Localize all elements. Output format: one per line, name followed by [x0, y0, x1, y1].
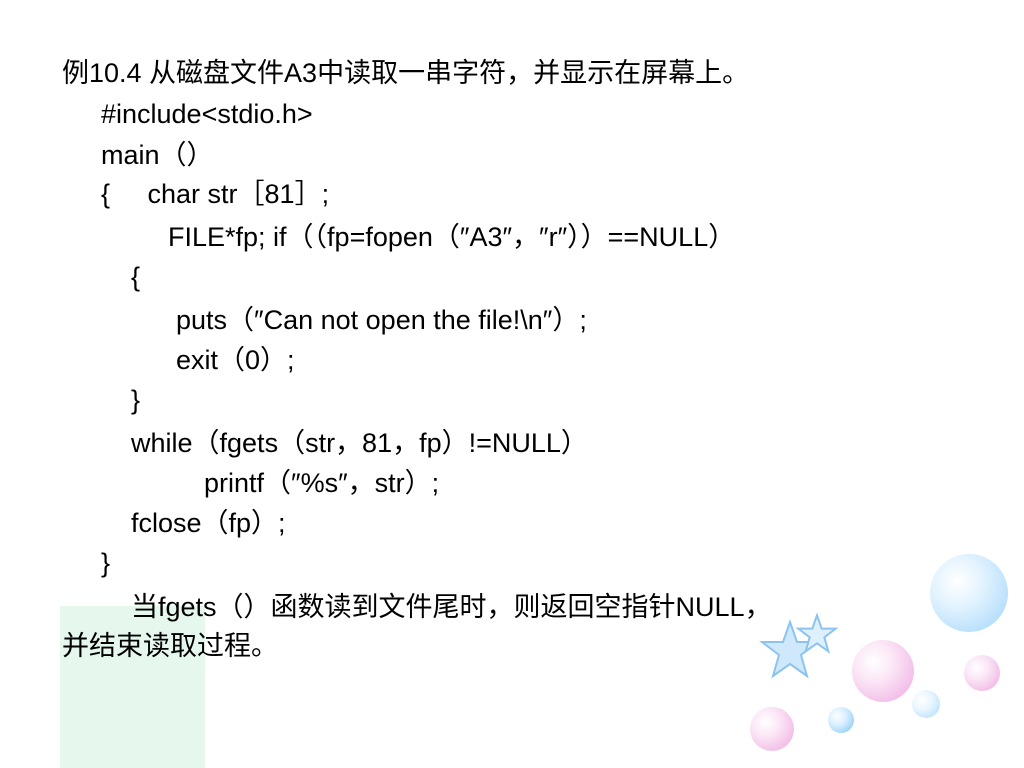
code-line-while: while（fgets（str，81，fp）!=NULL）: [131, 428, 588, 458]
note-line-1: 当fgets（）函数读到文件尾时，则返回空指针NULL，: [131, 592, 772, 622]
decorative-panel: [60, 606, 205, 768]
code-line-puts: puts（″Can not open the file!\n″）;: [176, 305, 587, 335]
code-line-fopen: FILE*fp; if（（fp=fopen（″A3″，″r″））==NULL）: [168, 222, 736, 252]
code-line-fclose: fclose（fp）;: [131, 508, 286, 538]
note-line-2: 并结束读取过程。: [62, 631, 278, 661]
pink-bubble-small: [964, 655, 1000, 691]
code-line-include: #include<stdio.h>: [101, 99, 313, 129]
blue-bubble-tiny: [912, 690, 940, 718]
code-line-main: main（）: [101, 140, 214, 170]
code-line-end-brace: }: [101, 548, 111, 578]
code-line-exit: exit（0）;: [176, 345, 295, 375]
code-line-printf: printf（″%s″，str）;: [204, 468, 440, 498]
slide-heading: 例10.4 从磁盘文件A3中读取一串字符，并显示在屏幕上。: [62, 58, 750, 88]
pink-bubble-medium: [750, 707, 794, 751]
code-line-open-brace: {: [131, 262, 141, 292]
code-line-close-brace: }: [131, 385, 141, 415]
blue-bubble-large: [930, 554, 1008, 632]
pink-bubble-large: [852, 640, 914, 702]
blue-bubble-small: [828, 707, 854, 733]
small-star-icon: [795, 612, 839, 654]
code-line-char-decl: { char str［81］;: [101, 179, 330, 209]
